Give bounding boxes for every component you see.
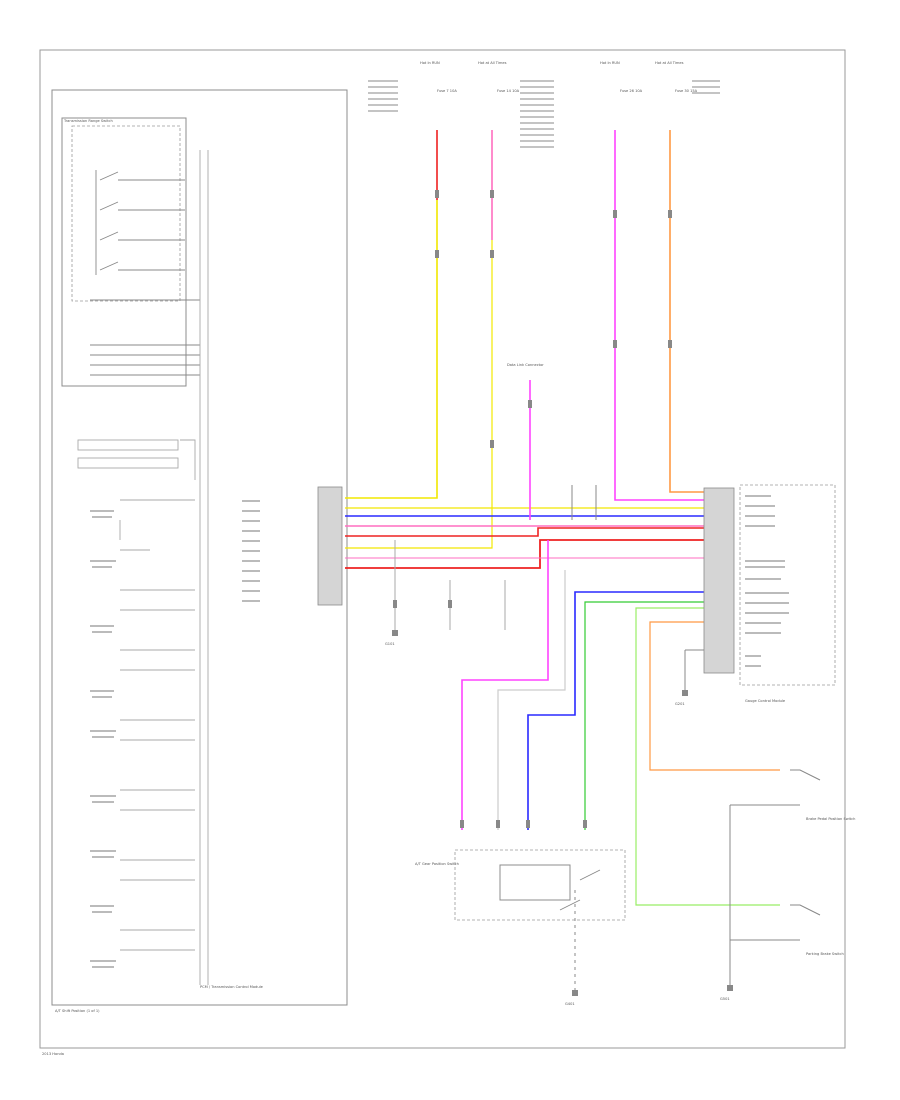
figure-number: A/T Shift Position (1 of 1): [55, 1009, 100, 1013]
svg-text:G401: G401: [565, 1002, 575, 1006]
gear-position-switch: A/T Gear Position Switch: [415, 849, 626, 921]
fuse-side-marks: [368, 80, 720, 148]
brake-switch: Brake Pedal Position Switch: [790, 769, 855, 821]
module-label-tcm: PCM / Transmission Control Module: [200, 985, 264, 989]
inline-connectors: [393, 190, 672, 828]
svg-text:G501: G501: [720, 997, 730, 1001]
fuse-title-1: Hot In RUN: [420, 61, 440, 65]
ground-icon: G501: [720, 985, 733, 1001]
switch-icon: [790, 904, 821, 916]
module-label-transmission-range: Transmission Range Switch: [63, 119, 113, 123]
svg-text:G101: G101: [385, 642, 395, 646]
tcm-sub-blocks: [77, 150, 209, 985]
fuse-title-3: Hot In RUN: [600, 61, 620, 65]
footer-ref: 2013 Honda: [42, 1052, 64, 1056]
tcm-label-marks: [90, 510, 116, 968]
ground-icon: G201: [675, 690, 688, 706]
gauge-control-module: Gauge Control Module: [703, 484, 836, 703]
fuse-labels: Hot In RUN Fuse 7 10A Hot at All Times F…: [420, 61, 698, 93]
module-label-gauge: Gauge Control Module: [745, 699, 786, 703]
dlc-label: Data Link Connector: [507, 363, 544, 367]
fuse-text-2: Fuse 14 10A: [497, 89, 520, 93]
fuse-text-1: Fuse 7 10A: [437, 89, 457, 93]
ground-icon: G401: [565, 990, 578, 1006]
diagram-frame: [39, 49, 846, 1049]
switch-icon: [790, 769, 821, 781]
fuse-title-2: Hot at All Times: [478, 61, 507, 65]
parking-switch: Parking Brake Switch: [790, 904, 844, 956]
module-label-gear-switch: A/T Gear Position Switch: [415, 862, 459, 866]
range-switch-contacts: [90, 170, 200, 376]
module-label-brake: Brake Pedal Position Switch: [806, 817, 855, 821]
svg-text:G201: G201: [675, 702, 685, 706]
fuse-text-4: Fuse 30 15A: [675, 89, 698, 93]
module-label-parking: Parking Brake Switch: [806, 952, 844, 956]
transmission-control-module: Transmission Range Switch PCM / Transmis…: [51, 89, 348, 1006]
fuse-title-4: Hot at All Times: [655, 61, 684, 65]
center-connector: [242, 486, 343, 606]
ground-icon: G101: [385, 630, 398, 646]
ground-symbols: G101 G201 G401 G501: [385, 630, 733, 1006]
fuse-text-3: Fuse 26 10A: [620, 89, 643, 93]
